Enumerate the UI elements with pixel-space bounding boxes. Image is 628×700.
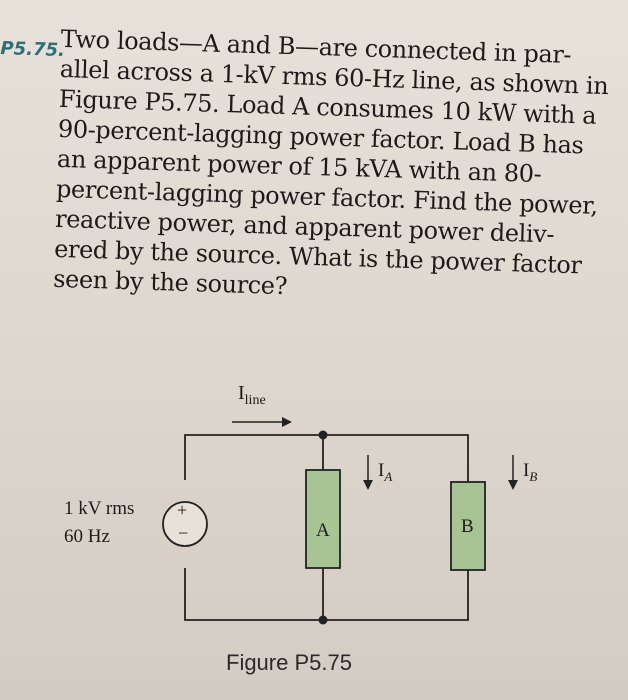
- problem-number: P5.75.: [0, 38, 66, 62]
- figure-caption: Figure P5.75: [226, 650, 352, 675]
- junction-dot: [318, 615, 328, 625]
- problem-line: seen by the source?: [52, 264, 288, 301]
- load-a-box: [305, 469, 341, 569]
- current-b-arrow: [508, 455, 518, 490]
- minus-sign: −: [178, 523, 189, 543]
- current-a-arrow: [363, 455, 373, 490]
- current-a-label: IA: [378, 460, 393, 484]
- load-a-label: A: [316, 520, 330, 541]
- plus-sign: +: [177, 500, 188, 520]
- current-b-label: IB: [523, 460, 538, 484]
- source-voltage-label: 1 kV rms: [64, 498, 135, 519]
- circuit-diagram: [162, 417, 518, 625]
- load-b-label: B: [461, 516, 474, 537]
- circuit-figure: Iline 1 kV rms 60 Hz + − A B IA IB Figur…: [0, 360, 628, 700]
- source-frequency-label: 60 Hz: [64, 526, 110, 547]
- load-b-box: [450, 481, 486, 571]
- line-current-label: Iline: [238, 382, 266, 408]
- junction-dot: [318, 430, 328, 440]
- voltage-source: [162, 501, 208, 547]
- problem-statement: P5.75. Two loads—A and B—are connected i…: [0, 25, 609, 301]
- line-current-arrow: [232, 417, 292, 427]
